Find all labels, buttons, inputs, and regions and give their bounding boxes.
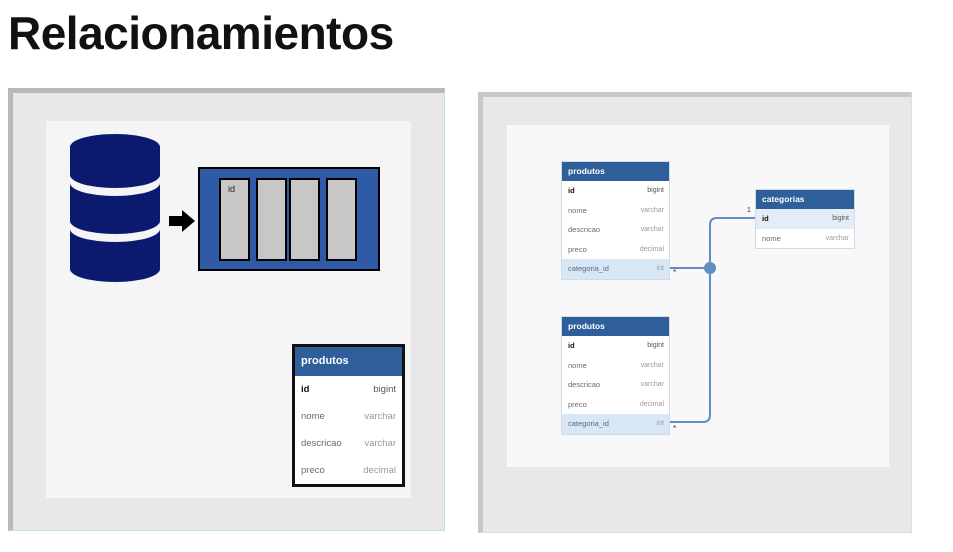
table-row: preco decimal <box>295 457 402 484</box>
table-row: descricao varchar <box>295 430 402 457</box>
table-header: produtos <box>562 162 669 181</box>
column-type: int <box>656 420 664 427</box>
table-header: categorias <box>756 190 854 209</box>
right-slide-canvas: 1 * * produtos id bigint nome varchar de… <box>507 125 889 467</box>
table-row: descricao varchar <box>562 375 669 395</box>
column-type: varchar <box>640 381 664 388</box>
column-type: decimal <box>639 245 664 253</box>
right-arrow-icon <box>169 210 195 232</box>
column-name: descricao <box>301 438 342 449</box>
column-type: varchar <box>640 206 664 214</box>
column-type: varchar <box>640 226 664 233</box>
column-type: bigint <box>647 187 664 194</box>
column-type: varchar <box>640 361 664 369</box>
left-slide-panel: id produtos id bigint nome varchar descr… <box>8 88 445 531</box>
table-row: id bigint <box>756 209 854 229</box>
column-type: bigint <box>373 384 396 395</box>
relationship-connector <box>670 217 755 423</box>
produtos-table: produtos id bigint nome varchar descrica… <box>561 316 670 435</box>
column-name: preco <box>568 399 587 409</box>
left-slide-canvas: id produtos id bigint nome varchar descr… <box>46 121 411 498</box>
column-type: bigint <box>832 215 849 222</box>
column-name: nome <box>568 205 587 215</box>
column-type: decimal <box>363 465 396 476</box>
table-row: nome varchar <box>756 229 854 249</box>
table-row: nome varchar <box>562 356 669 376</box>
table-row: categoria_id int <box>562 259 669 279</box>
column-type: varchar <box>364 438 396 449</box>
array-cell <box>289 178 320 261</box>
column-name: nome <box>568 360 587 370</box>
column-name: nome <box>762 233 781 243</box>
relation-many-label: * <box>673 424 677 433</box>
column-type: varchar <box>364 411 396 422</box>
array-cell: id <box>219 178 250 261</box>
relation-one-label: 1 <box>747 207 751 214</box>
categorias-table: categorias id bigint nome varchar <box>755 189 855 249</box>
column-name: id <box>762 214 769 223</box>
column-name: id <box>568 341 575 350</box>
table-row: id bigint <box>562 336 669 356</box>
database-cylinder-icon <box>70 134 160 282</box>
column-name: preco <box>301 465 325 476</box>
column-name: id <box>301 384 310 395</box>
column-type: int <box>656 265 664 272</box>
table-row: id bigint <box>295 376 402 403</box>
data-array-box: id <box>198 167 380 271</box>
column-name: descricao <box>568 225 601 234</box>
array-cell <box>326 178 357 261</box>
table-header: produtos <box>562 317 669 336</box>
table-row: nome varchar <box>295 403 402 430</box>
column-type: varchar <box>825 234 849 242</box>
table-row: nome varchar <box>562 201 669 221</box>
produtos-table: produtos id bigint nome varchar descrica… <box>561 161 670 280</box>
column-name: categoria_id <box>568 264 609 273</box>
page-title: Relacionamientos <box>8 7 394 59</box>
column-name: id <box>568 186 575 195</box>
column-type: decimal <box>639 400 664 408</box>
column-type: bigint <box>647 342 664 349</box>
table-row: preco decimal <box>562 395 669 415</box>
array-cell <box>256 178 287 261</box>
column-name: nome <box>301 411 325 422</box>
table-row: categoria_id int <box>562 414 669 434</box>
table-header: produtos <box>295 347 402 376</box>
array-cell-label: id <box>228 184 236 194</box>
column-name: descricao <box>568 380 601 389</box>
produtos-table: produtos id bigint nome varchar descrica… <box>292 344 405 487</box>
table-row: id bigint <box>562 181 669 201</box>
column-name: preco <box>568 244 587 254</box>
column-name: categoria_id <box>568 419 609 428</box>
right-slide-panel: 1 * * produtos id bigint nome varchar de… <box>478 92 912 533</box>
table-row: preco decimal <box>562 240 669 260</box>
relation-many-label: * <box>673 268 677 277</box>
table-row: descricao varchar <box>562 220 669 240</box>
